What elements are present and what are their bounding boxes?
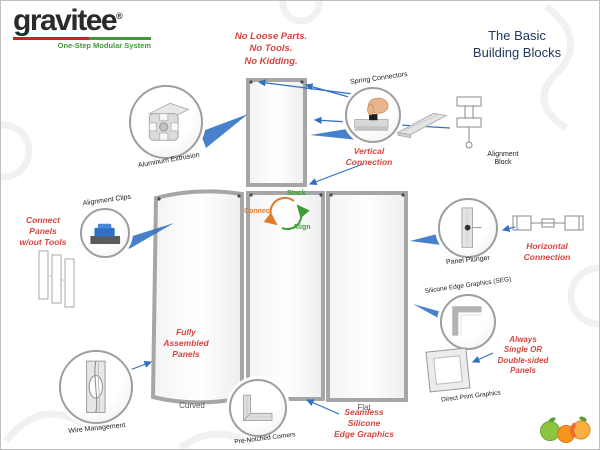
- spring-connectors-bubble: [345, 87, 401, 143]
- stack-connect-align-cycle: [263, 196, 310, 231]
- center-panel: [246, 191, 325, 401]
- direct-print-graphic-drawing: [423, 345, 474, 396]
- fully-assembled-panels-text: Fully Assembled Panels: [163, 327, 209, 360]
- aluminum-extrusion-bubble: [129, 85, 203, 159]
- fruit-icons: [539, 411, 593, 449]
- page-title: The Basic Building Blocks: [472, 28, 562, 60]
- pre-notched-corners-bubble: [229, 379, 287, 437]
- logo-text: gravitee: [13, 4, 118, 37]
- apple-icon: [540, 421, 560, 441]
- horizontal-connection-drawing: [511, 207, 585, 239]
- right-panel: [326, 191, 408, 402]
- cycle-connect-label: Connect: [244, 208, 272, 215]
- spring-connector-hand-icon: [354, 97, 389, 132]
- curved-panel-label: Curved: [179, 401, 205, 410]
- panel-plunger-icon: [461, 207, 482, 249]
- logo-registered-mark: ®: [116, 11, 123, 21]
- wire-management-icon: [86, 360, 106, 414]
- horizontal-connection-text: Horizontal Connection: [523, 241, 571, 263]
- silicone-edge-graphic-icon: [452, 306, 482, 336]
- cycle-stack-label: Stack: [287, 190, 306, 197]
- pre-notched-corner-icon: [243, 394, 273, 422]
- alignment-clip-icon: [90, 223, 120, 244]
- panel-assembly: [150, 78, 408, 405]
- aluminum-extrusion-icon: [148, 102, 190, 141]
- peach-leaf-icon: [579, 416, 587, 422]
- exploded-panels-drawing: [35, 247, 81, 311]
- logo-tagline: One-Step Modular System: [57, 41, 151, 50]
- curved-panel: [150, 189, 244, 405]
- always-single-double-text: Always Single OR Double-sided Panels: [497, 335, 549, 376]
- gravitee-logo: gravitee® One-Step Modular System: [13, 6, 151, 50]
- wire-management-bubble: [59, 350, 133, 424]
- panel-plunger-bubble: [438, 198, 498, 258]
- spring-connector-dots: [157, 80, 405, 201]
- top-panel: [246, 78, 307, 187]
- alignment-block-drawing: [450, 93, 488, 153]
- seamless-seg-text: Seamless Silicone Edge Graphics: [334, 407, 394, 440]
- extrusion-rail-photo: [393, 107, 450, 140]
- connect-panels-text: Connect Panels w/out Tools: [19, 215, 67, 248]
- seg-bubble: [440, 294, 496, 350]
- no-loose-parts-text: No Loose Parts. No Tools. No Kidding.: [234, 31, 308, 67]
- cycle-align-label: Align: [293, 224, 311, 231]
- vertical-connection-text: Vertical Connection: [345, 146, 393, 168]
- flat-panel-label: Flat: [357, 403, 371, 412]
- alignment-block-label: Alignment Block: [487, 151, 519, 167]
- logo-underline: [13, 37, 151, 40]
- alignment-clips-bubble: [80, 208, 130, 258]
